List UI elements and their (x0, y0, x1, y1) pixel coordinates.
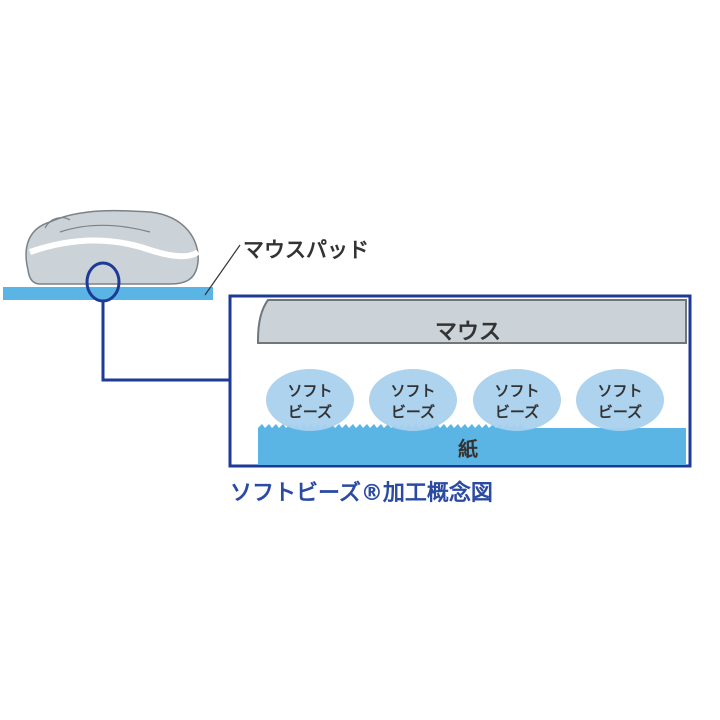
bead-3: ソフト ビーズ (473, 369, 561, 431)
mouse-label: マウス (435, 320, 501, 345)
mouse-illustration (25, 209, 200, 285)
bead-label-line2: ビーズ (391, 403, 435, 421)
bead-label-line1: ソフト (287, 382, 332, 400)
mouse-cross-section (257, 299, 687, 344)
bead-4: ソフト ビーズ (576, 369, 664, 431)
bead-label-line2: ビーズ (598, 403, 642, 421)
caption: ソフトビーズ®加工概念図 (230, 480, 493, 506)
bead-label-line1: ソフト (390, 382, 435, 400)
bead-label-line1: ソフト (494, 382, 539, 400)
mousepad-label: マウスパッド (243, 238, 369, 262)
connector-line (101, 301, 230, 382)
paper-layer (258, 424, 686, 465)
bead-1: ソフト ビーズ (266, 369, 354, 431)
bead-label-line2: ビーズ (288, 403, 332, 421)
mousepad-strip (3, 287, 213, 300)
mousepad-leader-line (204, 244, 241, 296)
bead-2: ソフト ビーズ (369, 369, 457, 431)
paper-label: 紙 (458, 437, 478, 461)
bead-label-line1: ソフト (597, 382, 642, 400)
bead-label-line2: ビーズ (495, 403, 539, 421)
